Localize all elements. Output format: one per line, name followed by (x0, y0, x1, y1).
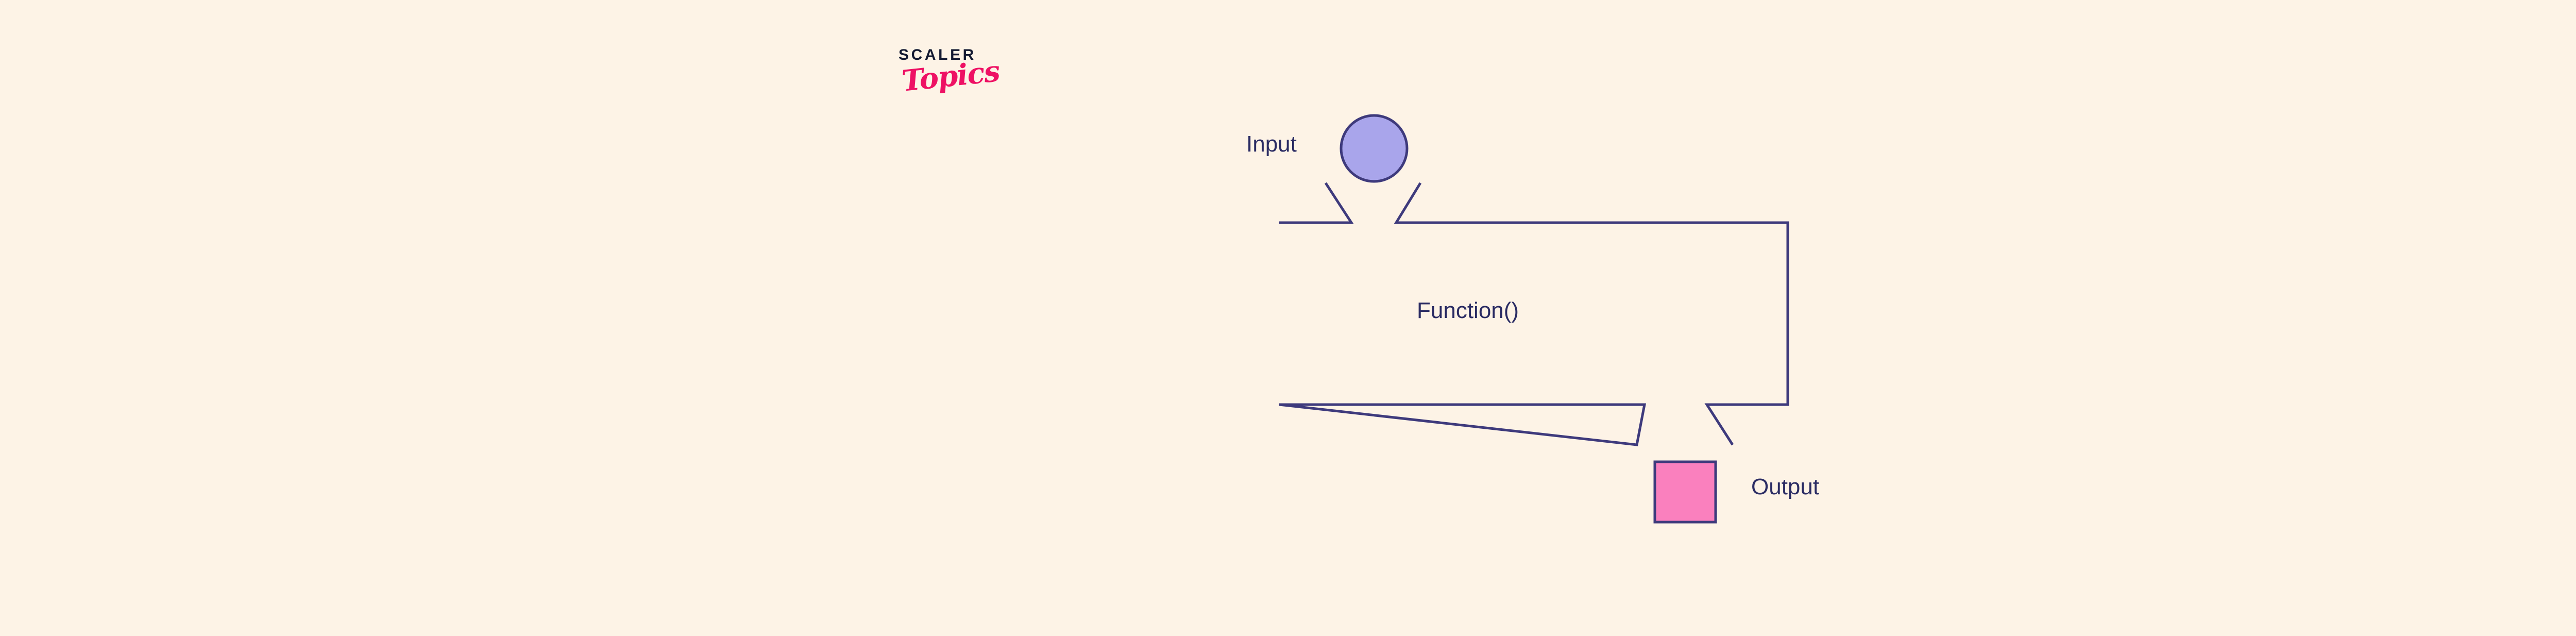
input-node-label: Input (1246, 131, 1297, 157)
function-node-label: Function() (1417, 298, 1519, 323)
scaler-topics-logo: SCALER Topics (899, 47, 1032, 114)
function-box-shape (1279, 182, 1789, 446)
brand-wordmark: SCALER (899, 46, 976, 63)
output-node-square (1653, 460, 1717, 524)
output-node-label: Output (1751, 474, 1820, 499)
input-node-circle (1340, 114, 1409, 183)
